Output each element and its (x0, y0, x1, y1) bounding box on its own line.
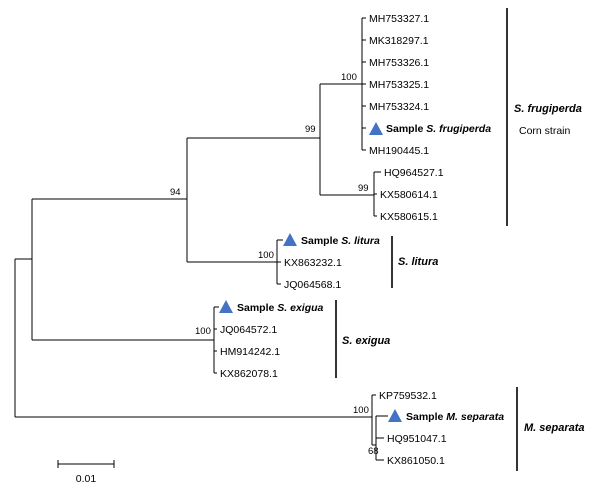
leaf-label: KX580615.1 (380, 211, 438, 223)
leaf-label: KP759532.1 (379, 390, 437, 402)
clade-label-exigua: S. exigua (342, 335, 390, 347)
clade-annotations: S. frugiperda Corn strain S. litura S. e… (335, 8, 585, 471)
clade-label-frugiperda: S. frugiperda (514, 103, 582, 115)
bootstrap-separata-inner: 68 (368, 446, 379, 457)
leaf-label: MH753326.1 (369, 57, 429, 69)
clade-sublabel-corn-strain: Corn strain (519, 125, 571, 137)
leaf-label: KX863232.1 (284, 257, 342, 269)
leaf-label: HM914242.1 (220, 346, 280, 358)
scale-bar-line (57, 460, 115, 468)
leaf-label: JQ064572.1 (220, 324, 277, 336)
leaf-label: HQ951047.1 (387, 433, 447, 445)
sample-triangle-icon (369, 122, 383, 135)
leaf-label: JQ064568.1 (284, 279, 341, 291)
bootstrap-corn-strain: 100 (341, 72, 357, 83)
sample-label-exigua: Sample S. exigua (237, 302, 324, 314)
sample-triangle-icon (219, 300, 233, 313)
leaf-label: KX580614.1 (380, 189, 438, 201)
leaf-label: MH753327.1 (369, 13, 429, 25)
tree-branches (14, 17, 388, 461)
sample-label-separata: Sample M. separata (406, 411, 504, 423)
leaf-label: MH753324.1 (369, 101, 429, 113)
leaf-label: MK318297.1 (369, 35, 429, 47)
leaf-label: KX862078.1 (220, 368, 278, 380)
leaf-label: MH753325.1 (369, 79, 429, 91)
sample-label-litura: Sample S. litura (301, 235, 380, 247)
bootstrap-exigua: 100 (195, 326, 211, 337)
leaf-label: HQ964527.1 (384, 167, 444, 179)
scale-bar: 0.01 (57, 460, 115, 485)
sample-label-frugiperda: Sample S. frugiperda (386, 123, 491, 135)
scale-bar-label: 0.01 (76, 473, 97, 485)
leaf-label: MH190445.1 (369, 145, 429, 157)
bootstrap-litura: 100 (258, 250, 274, 261)
clade-label-litura: S. litura (398, 256, 438, 268)
bootstrap-separata: 100 (353, 405, 369, 416)
leaf-label: KX861050.1 (387, 455, 445, 467)
leaf-labels: MH753327.1 MK318297.1 MH753326.1 MH75332… (219, 13, 504, 467)
clade-label-separata: M. separata (524, 422, 585, 434)
sample-triangle-icon (283, 233, 297, 246)
bootstrap-other-strain: 99 (358, 183, 369, 194)
bootstrap-values: 100 99 99 94 100 100 100 68 (170, 72, 379, 457)
sample-triangle-icon (388, 409, 402, 422)
bootstrap-frugi-litura: 94 (170, 187, 181, 198)
bootstrap-frugiperda: 99 (305, 124, 316, 135)
